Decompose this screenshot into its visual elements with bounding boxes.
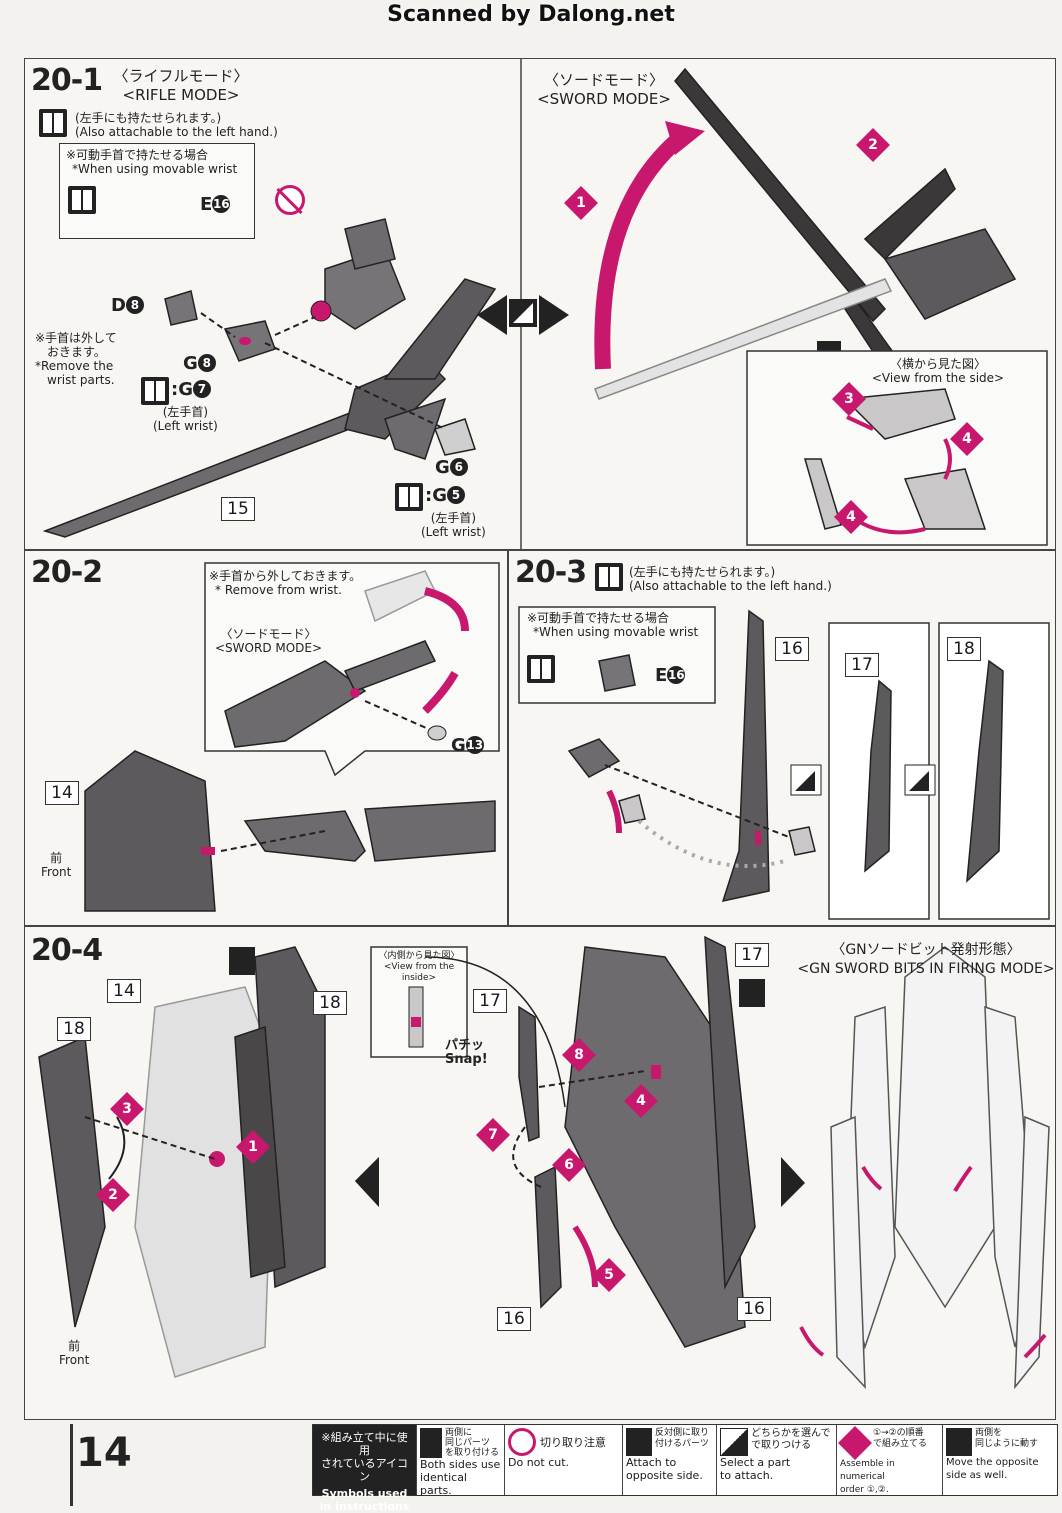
bit-18-left-shape <box>38 1035 106 1328</box>
both-sides-icon <box>420 1428 442 1458</box>
front-label: 前 Front <box>59 1339 90 1367</box>
both-sides-icon <box>595 563 623 591</box>
order-icon <box>838 1426 872 1460</box>
both-sides-icon <box>527 655 555 683</box>
do-not-cut-icon <box>275 185 305 215</box>
step-number: 20-1 <box>31 63 103 98</box>
part-number-15: 15 <box>221 497 255 521</box>
page-tab <box>70 1424 134 1506</box>
rifle-peg-pink <box>310 300 332 322</box>
legend-header: ※組み立て中に使用 されているアイコン Symbols used in inst… <box>313 1425 417 1513</box>
movable-wrist-jp: ※可動手首で持たせる場合 <box>66 148 209 162</box>
part-number-18-left: 18 <box>57 1017 91 1041</box>
order-4: 4 <box>624 1084 658 1118</box>
order-1: 1 <box>564 186 598 220</box>
panel-step-20-4: 20-4 14 18 18 1 2 3 前 Front 〈内側から見た図〉 <V… <box>24 926 1056 1420</box>
legend-do-not-cut: 切り取り注意 Do not cut. <box>505 1425 623 1495</box>
symbols-legend: ※組み立て中に使用 されているアイコン Symbols used in inst… <box>312 1424 1058 1513</box>
view-side-title: 〈横から見た図〉 <View from the side> <box>871 357 1005 385</box>
both-sides-icon <box>68 186 96 214</box>
order-6: 6 <box>552 1148 586 1182</box>
part-number-14: 14 <box>45 781 79 805</box>
step-number: 20-4 <box>31 933 103 968</box>
move-opposite-icon <box>229 947 255 975</box>
left-wrist-label-b: (左手首) (Left wrist) <box>421 511 486 539</box>
panel-step-20-2: 20-2 ※手首から外しておきます。 * Remove from wrist. … <box>24 550 508 926</box>
part-number-17-mid: 17 <box>473 989 507 1013</box>
sword-mode-title: 〈ソードモード〉 <SWORD MODE> <box>537 71 671 108</box>
bit-17-mid-shape <box>518 1005 540 1143</box>
sword-bit-16-shape <box>721 609 770 903</box>
order-1: 1 <box>236 1130 270 1164</box>
scan-credit: Scanned by Dalong.net <box>387 2 675 27</box>
order-5: 5 <box>592 1258 626 1292</box>
left-hand-note: (左手にも持たせられます。) (Also attachable to the l… <box>629 565 832 593</box>
part-number-14: 14 <box>107 979 141 1003</box>
snap-label: パチッ Snap! <box>445 1038 488 1067</box>
page-number: 14 <box>76 1430 132 1476</box>
sword-bit-17-shape <box>864 679 892 873</box>
select-part-icon <box>720 1428 748 1456</box>
move-opposite-icon <box>739 979 765 1007</box>
movable-wrist-box: ※可動手首で持たせる場合 *When using movable wrist E… <box>59 143 255 239</box>
part-number-16-mid: 16 <box>497 1307 531 1331</box>
order-7: 7 <box>476 1118 510 1152</box>
part-number-18-right: 18 <box>313 991 347 1015</box>
left-hand-note: (左手にも持たせられます。) (Also attachable to the l… <box>75 111 278 139</box>
part-g13: G13 <box>451 735 484 756</box>
attach-opposite-icon <box>626 1428 652 1456</box>
step-number: 20-3 <box>515 555 587 590</box>
order-3: 3 <box>110 1092 144 1126</box>
part-number-18: 18 <box>947 637 981 661</box>
part-number-17: 17 <box>845 653 879 677</box>
part-e16: E16 <box>200 194 231 215</box>
order-3: 3 <box>832 382 866 416</box>
step-number: 20-2 <box>31 555 103 590</box>
order-4a: 4 <box>950 422 984 456</box>
movable-wrist-note: ※可動手首で持たせる場合 *When using movable wrist <box>527 611 699 639</box>
attach-opposite-icon <box>141 377 169 405</box>
order-2: 2 <box>96 1178 130 1212</box>
sword-bit-18-shape <box>966 659 1004 883</box>
rifle-mode-title: 〈ライフルモード〉 <RIFLE MODE> <box>113 67 249 104</box>
order-2: 2 <box>856 128 890 162</box>
order-8: 8 <box>562 1038 596 1072</box>
move-opposite-icon <box>946 1428 972 1456</box>
firing-mode-title: 〈GNソードビット発射形態〉 <GN SWORD BITS IN FIRING … <box>797 942 1055 977</box>
panel-step-20-3: 20-3 (左手にも持たせられます。) (Also attachable to … <box>508 550 1056 926</box>
step-20-1-illustration <box>42 59 1048 549</box>
bit-16-mid-shape <box>534 1165 562 1309</box>
part-number-16-right: 16 <box>737 1297 771 1321</box>
left-wrist-label-a: (左手首) (Left wrist) <box>153 405 218 433</box>
front-label: 前 Front <box>41 851 72 879</box>
step-20-3-illustration <box>518 606 1050 920</box>
view-inside-label: 〈内側から見た図〉 <View from the inside> <box>378 951 460 983</box>
sword-mode-label: 〈ソードモード〉 <SWORD MODE> <box>215 627 323 655</box>
attach-opposite-icon <box>395 483 423 511</box>
movable-wrist-en: *When using movable wrist <box>72 162 238 176</box>
do-not-cut-icon <box>508 1428 536 1456</box>
both-sides-icon <box>39 109 67 137</box>
remove-wrist-note: ※手首から外しておきます。 * Remove from wrist. <box>209 569 362 597</box>
part-e16: E16 <box>655 665 686 686</box>
remove-wrist-note: ※手首は外して おきます。 *Remove the wrist parts. <box>35 331 117 387</box>
step-20-4-illustration <box>38 935 1050 1390</box>
step-20-2-illustration <box>84 562 500 912</box>
sword-blade-shape <box>674 67 887 323</box>
part-number-17-top: 17 <box>735 943 769 967</box>
order-4b: 4 <box>834 500 868 534</box>
panel-step-20-1: 20-1 〈ライフルモード〉 <RIFLE MODE> (左手にも持たせられます… <box>24 58 1056 550</box>
part-number-16: 16 <box>775 637 809 661</box>
